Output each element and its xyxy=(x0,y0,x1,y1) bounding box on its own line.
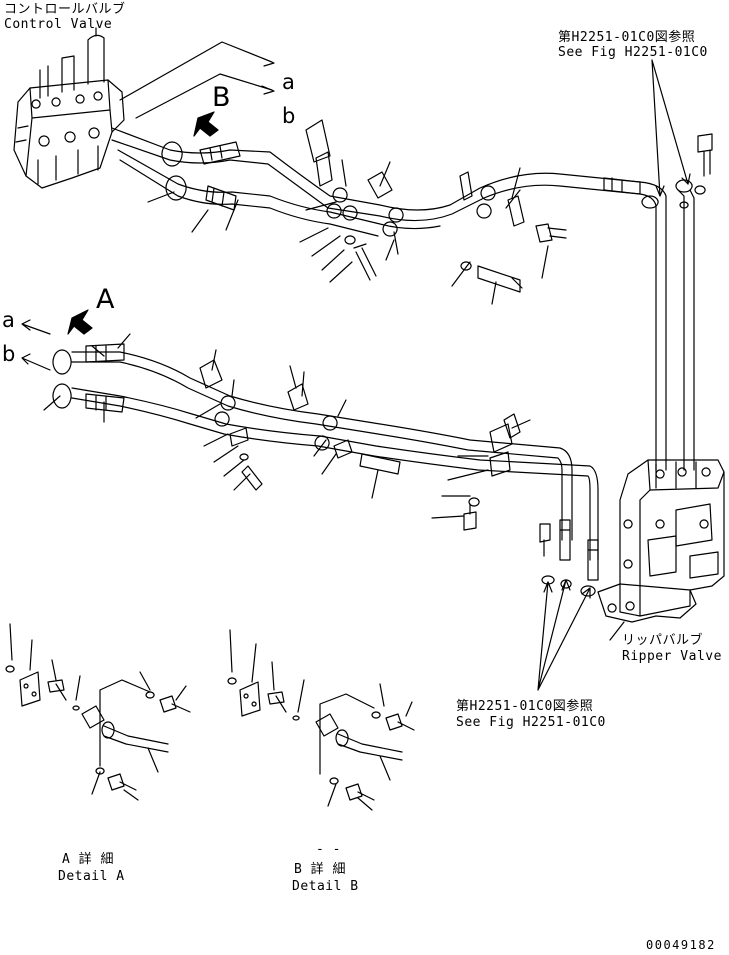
line-b-left-letter: b xyxy=(2,342,16,366)
view-b-letter: B xyxy=(212,82,231,113)
detail-a-title-en: Detail A xyxy=(58,869,125,884)
ripper-valve-label-en: Ripper Valve xyxy=(622,649,722,664)
control-valve xyxy=(13,27,125,189)
upper-hose-run xyxy=(111,119,713,471)
detail-a-drawing xyxy=(5,623,191,801)
detail-b-mark: - - xyxy=(316,842,341,857)
view-a-letter: A xyxy=(96,284,115,315)
reference-leaders xyxy=(537,59,691,691)
upper-leaders xyxy=(147,159,549,305)
ref-top-label-en: See Fig H2251-01C0 xyxy=(558,45,708,60)
ref-top-label-jp: 第H2251-01C0図参照 xyxy=(558,30,696,45)
line-a-top-letter: a xyxy=(282,70,295,94)
ref-bottom-label-en: See Fig H2251-01C0 xyxy=(456,715,606,730)
line-b-top-letter: b xyxy=(282,104,296,128)
line-ab-left-arrows xyxy=(21,319,51,371)
detail-b-title-en: Detail B xyxy=(292,879,359,894)
line-ab-leaders xyxy=(119,41,275,119)
lower-leaders xyxy=(43,333,531,519)
control-valve-label-jp: コントロールバルブ xyxy=(4,2,126,17)
view-arrow-b xyxy=(193,111,219,137)
lower-hose-run xyxy=(52,343,599,597)
detail-b-title-jp: B 詳 細 xyxy=(294,862,346,877)
view-arrow-a xyxy=(67,309,93,335)
drawing-number: 00049182 xyxy=(646,938,716,952)
ref-bottom-label-jp: 第H2251-01C0図参照 xyxy=(456,699,594,714)
line-a-left-letter: a xyxy=(2,308,15,332)
detail-b-drawing xyxy=(227,629,415,811)
detail-a-title-jp: A 詳 細 xyxy=(62,852,114,867)
control-valve-label-en: Control Valve xyxy=(4,17,113,32)
ripper-valve xyxy=(597,459,725,623)
ripper-valve-label-jp: リッパバルブ xyxy=(622,633,704,648)
